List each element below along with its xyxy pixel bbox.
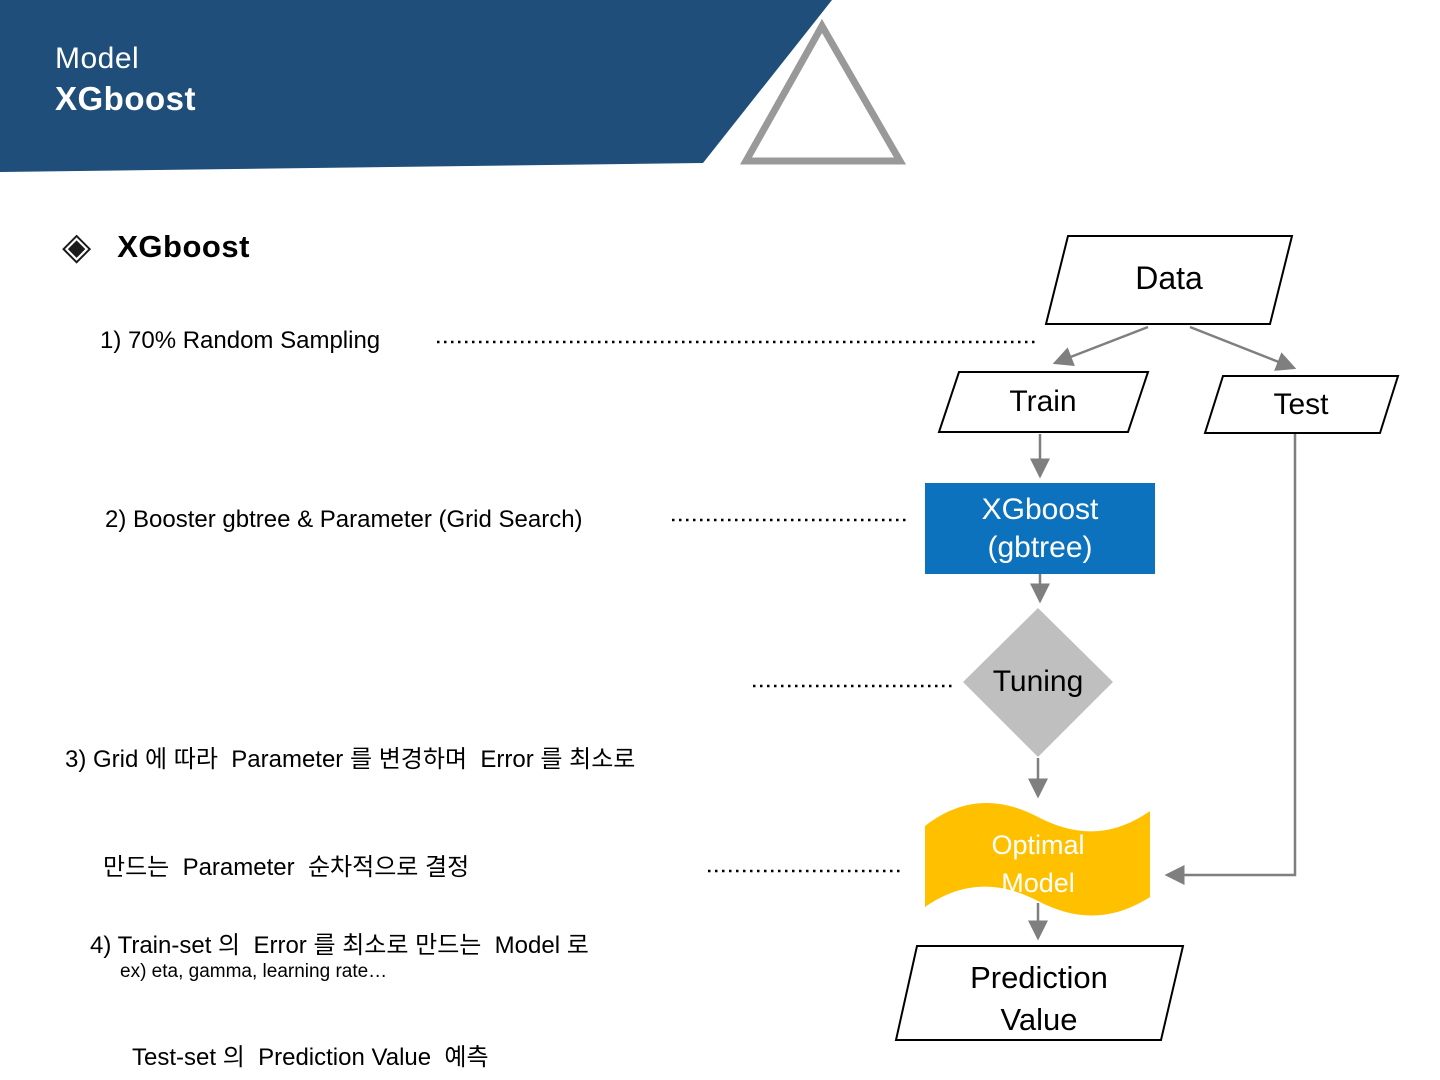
arrow-test-to-optimal [1164,434,1297,885]
prediction-node-label: Prediction Value [919,957,1159,1041]
annotation-1: 1) 70% Random Sampling [100,327,381,354]
annotation-4: 4) Train-set 의 Error 를 최소로 만드는 Model 로 T… [90,853,589,1080]
prediction-line1: Prediction [970,960,1108,995]
test-parallelogram [1203,375,1400,434]
tuning-decision-diamond [963,608,1113,757]
annotation-3-line3: ex) eta, gamma, learning rate… [120,961,388,982]
data-parallelogram [1044,235,1294,325]
annotation-3: 3) Grid 에 따라 Parameter 를 변경하며 Error 를 최소… [65,670,635,1059]
header-banner-shape [0,0,832,172]
header-title: XGboost [55,80,196,117]
header-triangle-decoration [740,18,907,165]
test-node-label: Test [1273,388,1329,421]
section-heading: ◈ XGboost [62,228,250,266]
header-subtitle: Model [55,42,140,75]
xgboost-node-line2: (gbtree) [987,530,1093,564]
xgboost-process-box [925,483,1155,574]
data-node-label: Data [1135,260,1203,296]
xgboost-node-label: XGboost (gbtree) [925,491,1155,566]
xgboost-node-line1: XGboost [981,493,1099,526]
annotation-4-line2: Test-set 의 Prediction Value 예측 [132,1043,489,1071]
prediction-parallelogram [894,945,1185,1041]
section-title: XGboost [117,229,250,264]
train-node-label: Train [1009,385,1077,418]
prediction-line2: Value [1000,1001,1078,1037]
arrow-data-to-test [1189,325,1297,371]
optimal-model-line2: Model [1001,867,1075,898]
diamond-bullet-icon: ◈ [62,226,92,268]
header-banner-graphic [0,0,907,172]
optimal-model-flag-shape [925,802,1150,916]
annotation-2: 2) Booster gbtree & Parameter (Grid Sear… [105,506,583,533]
optimal-model-node-label: Optimal Model [938,827,1138,903]
tuning-node-label: Tuning [992,665,1084,698]
optimal-model-line1: Optimal [991,830,1085,860]
train-parallelogram [937,371,1150,433]
arrow-data-to-train [1052,325,1149,367]
annotation-3-line1: 3) Grid 에 따라 Parameter 를 변경하며 Error 를 최소… [65,746,636,773]
annotation-4-line1: 4) Train-set 의 Error 를 최소로 만드는 Model 로 [90,932,589,960]
annotation-3-line2: 만드는 Parameter 순차적으로 결정 [103,854,470,881]
